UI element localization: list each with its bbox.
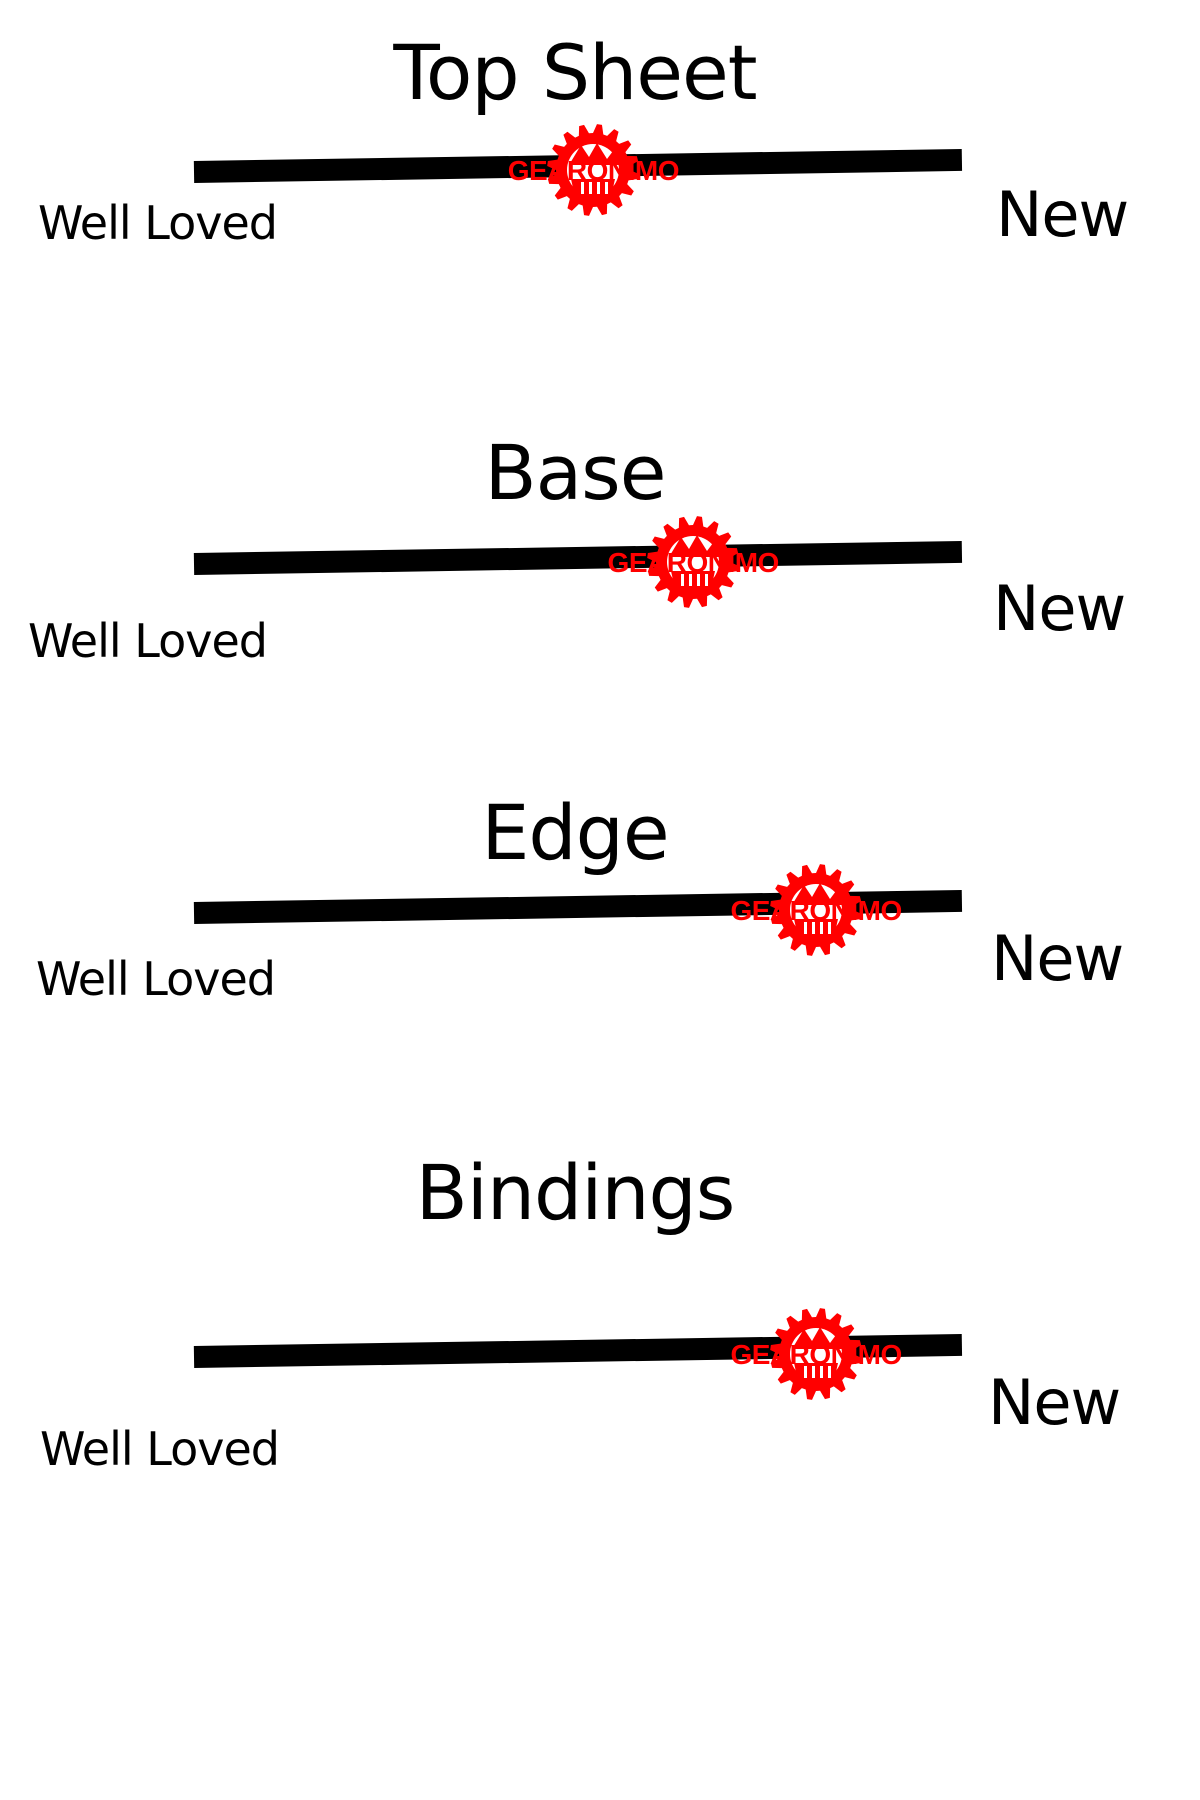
mountain-shape — [569, 143, 622, 165]
min-label: Well Loved — [36, 952, 276, 1006]
logo-slot — [820, 922, 824, 934]
scale-title: Base — [484, 428, 666, 517]
mountain-shape — [792, 883, 845, 905]
logo-slot — [681, 574, 685, 586]
scale-title: Bindings — [415, 1148, 736, 1237]
logo-slot — [828, 1366, 832, 1378]
rating-marker: GEARONIMO — [716, 1299, 916, 1409]
mountain-shape — [669, 535, 722, 557]
gear-mountain-logo-icon — [770, 864, 862, 956]
gear-mountain-logo-icon — [547, 124, 640, 216]
rating-marker: GEARONIMO — [593, 507, 793, 617]
max-label: New — [991, 922, 1124, 995]
mountain-shape — [792, 1327, 845, 1349]
max-label: New — [996, 178, 1129, 251]
min-label: Well Loved — [28, 614, 268, 668]
logo-slot — [597, 182, 601, 194]
logo-slot — [820, 1366, 824, 1378]
scale-title: Edge — [481, 788, 669, 877]
rating-track — [193, 540, 963, 575]
rating-marker: GEARONIMO — [716, 855, 916, 965]
max-label: New — [993, 572, 1126, 645]
logo-slot — [705, 574, 709, 586]
marker-brand-text: GEARONIMO — [507, 155, 680, 186]
logo-slot — [605, 182, 609, 194]
marker-brand-text: GEARONIMO — [607, 547, 780, 578]
max-label: New — [988, 1366, 1121, 1439]
logo-slot — [804, 922, 808, 934]
gear-mountain-logo-icon — [770, 1308, 862, 1400]
logo-slot — [589, 182, 593, 194]
min-label: Well Loved — [38, 196, 278, 250]
logo-slot — [804, 1366, 808, 1378]
logo-slot — [697, 574, 701, 586]
scale-title: Top Sheet — [393, 28, 757, 117]
logo-slot — [689, 574, 693, 586]
marker-brand-text: GEARONIMO — [730, 895, 902, 926]
min-label: Well Loved — [40, 1422, 280, 1476]
logo-slot — [812, 922, 816, 934]
rating-marker: GEARONIMO — [493, 115, 693, 225]
logo-slot — [581, 182, 585, 194]
logo-slot — [812, 1366, 816, 1378]
logo-slot — [828, 922, 832, 934]
marker-brand-text: GEARONIMO — [730, 1339, 902, 1370]
gear-mountain-logo-icon — [647, 516, 740, 608]
